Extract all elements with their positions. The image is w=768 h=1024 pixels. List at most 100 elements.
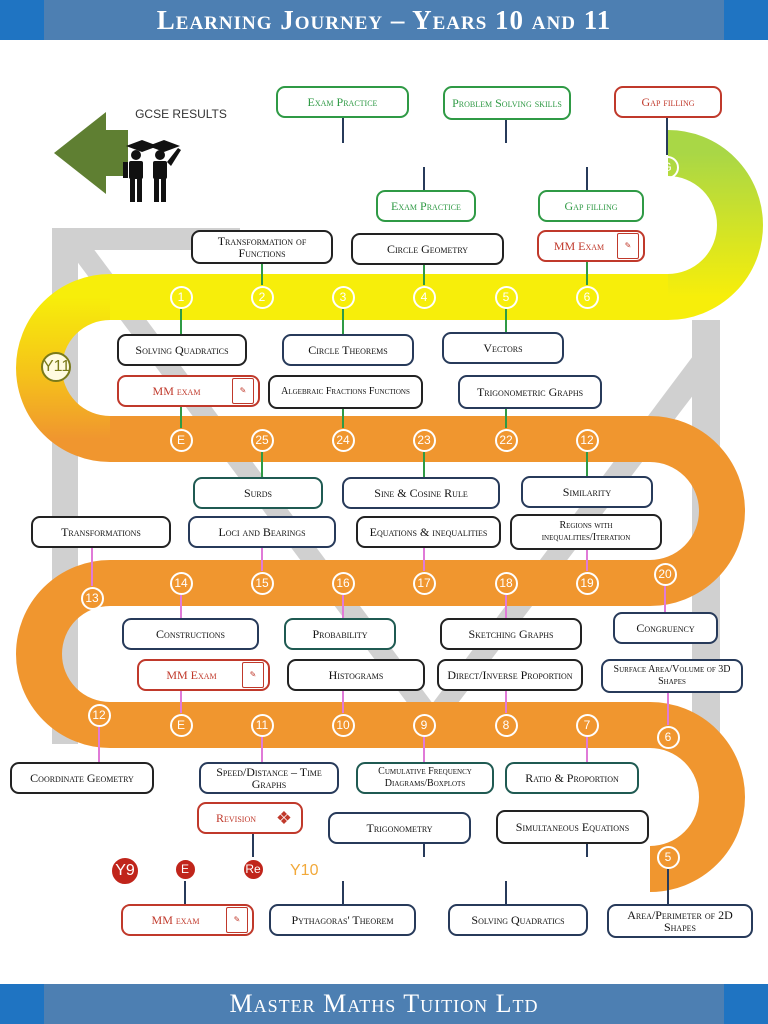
topic-label: Transformation of Functions <box>217 234 307 260</box>
topic-label: Circle Geometry <box>386 242 468 256</box>
topic-label: MM Exam <box>553 239 605 253</box>
topic-label: Vectors <box>483 341 523 355</box>
topic-box: Loci and Bearings <box>188 516 336 548</box>
topic-box: Probability <box>284 618 396 650</box>
topic-label: Regions with inequalities/Iteration <box>541 520 631 543</box>
topic-box: Problem Solving skills <box>443 86 571 120</box>
topic-box: Solving Quadratics <box>117 334 247 366</box>
path-marker: 23 <box>412 428 436 452</box>
topic-label: Sketching Graphs <box>468 627 554 641</box>
topic-box: Ratio & Proportion <box>505 762 639 794</box>
path-marker: 18 <box>494 571 518 595</box>
graduates-icon <box>123 140 181 202</box>
path-marker: Re <box>241 857 265 881</box>
topic-box: Gap filling <box>538 190 644 222</box>
topic-box: MM Exam ✎ <box>137 659 270 691</box>
topic-label: Congruency <box>636 621 695 635</box>
topic-box: Simultaneous Equations <box>496 810 649 844</box>
path-marker: 14 <box>169 571 193 595</box>
topic-label: Probability <box>312 627 368 641</box>
topic-label: Ratio & Proportion <box>525 771 619 785</box>
topic-label: Histograms <box>328 668 384 682</box>
path-marker: 2 <box>250 285 274 309</box>
path-marker: 5 <box>494 285 518 309</box>
footer-title: Master Maths Tuition Ltd <box>44 984 724 1024</box>
topic-label: Constructions <box>156 627 225 641</box>
topic-box: Transformations <box>31 516 171 548</box>
topic-label: Problem Solving skills <box>452 96 562 110</box>
topic-label: Loci and Bearings <box>218 525 306 539</box>
topic-box: Cumulative Frequency Diagrams/Boxplots <box>356 762 494 794</box>
path-marker: 4 <box>575 857 599 881</box>
topic-box: Transformation of Functions <box>191 230 333 264</box>
topic-box: Direct/Inverse Proportion <box>437 659 583 691</box>
path-marker: 3 <box>331 285 355 309</box>
learning-path <box>16 130 763 892</box>
exam-paper-icon: ✎ <box>242 662 264 688</box>
topic-box: Trigonometry <box>328 812 471 844</box>
path-marker: 10 <box>331 713 355 737</box>
path-marker: 12 <box>575 428 599 452</box>
path-marker: 1 <box>169 285 193 309</box>
topic-box: Equations & inequalities <box>356 516 501 548</box>
topic-label: Solving Quadratics <box>135 343 229 357</box>
topic-box: MM exam✎ <box>121 904 254 936</box>
exam-paper-icon: ✎ <box>226 907 248 933</box>
path-marker: PS <box>494 143 518 167</box>
topic-label: Simultaneous Equations <box>515 820 630 834</box>
topic-label: Exam Practice <box>307 95 378 109</box>
path-marker: 16 <box>331 571 355 595</box>
path-marker: 17 <box>412 571 436 595</box>
topic-label: Gap filling <box>564 199 618 213</box>
exam-paper-icon: ✎ <box>232 378 254 404</box>
path-marker: 6 <box>575 285 599 309</box>
path-marker: 24 <box>331 428 355 452</box>
footer-banner: Master Maths Tuition Ltd <box>0 984 768 1024</box>
topic-label: MM Exam <box>166 668 217 682</box>
topic-label: MM exam <box>152 384 201 398</box>
topic-label: Pythagoras' Theorem <box>291 913 394 927</box>
topic-box: Similarity <box>521 476 653 508</box>
path-marker: 5 <box>656 845 680 869</box>
year-10-marker: Y10 <box>288 856 318 886</box>
topic-label: Sine & Cosine Rule <box>374 486 468 500</box>
topic-box: Circle Theorems <box>282 334 414 366</box>
path-marker: EP <box>331 143 355 167</box>
topic-label: Coordinate Geometry <box>30 771 134 785</box>
topic-box: Congruency <box>613 612 718 644</box>
topic-box: MM exam ✎ <box>117 375 260 407</box>
path-marker: 19 <box>575 571 599 595</box>
path-marker: 2 <box>412 857 436 881</box>
topic-label: Revision <box>216 811 256 825</box>
path-marker: 20 <box>653 562 677 586</box>
topic-box: Coordinate Geometry <box>10 762 154 794</box>
path-marker: 7 <box>575 713 599 737</box>
topic-box: Vectors <box>442 332 564 364</box>
path-marker: 25 <box>250 428 274 452</box>
topic-label: Area/Perimeter of 2D Shapes <box>627 908 733 934</box>
topic-box: Speed/Distance – Time Graphs <box>199 762 339 794</box>
topic-box: Gap filling <box>614 86 722 118</box>
topic-label: Direct/Inverse Proportion <box>447 668 573 682</box>
topic-box: Solving Quadratics <box>448 904 588 936</box>
topic-box: Surface Area/Volume of 3D Shapes <box>601 659 743 693</box>
path-marker: 1 <box>331 857 355 881</box>
topic-box: Constructions <box>122 618 259 650</box>
path-marker: 6 <box>656 725 680 749</box>
topic-box: Sine & Cosine Rule <box>342 477 500 509</box>
topic-label: Surface Area/Volume of 3D Shapes <box>613 664 731 687</box>
topic-label: Trigonometric Graphs <box>476 385 584 399</box>
topic-box: Surds <box>193 477 323 509</box>
path-marker: 22 <box>494 428 518 452</box>
topic-box: Pythagoras' Theorem <box>269 904 416 936</box>
path-marker: 8 <box>494 713 518 737</box>
topic-label: Algebraic Fractions Functions <box>281 386 410 397</box>
topic-label: Transformations <box>61 525 141 539</box>
topic-label: Cumulative Frequency Diagrams/Boxplots <box>378 766 472 789</box>
topic-box: Regions with inequalities/Iteration <box>510 514 662 550</box>
path-marker: EP <box>412 143 436 167</box>
path-marker: 15 <box>250 571 274 595</box>
topic-box: Trigonometric Graphs <box>458 375 602 409</box>
topic-label: Gap filling <box>641 95 695 109</box>
topic-box: Area/Perimeter of 2D Shapes <box>607 904 753 938</box>
